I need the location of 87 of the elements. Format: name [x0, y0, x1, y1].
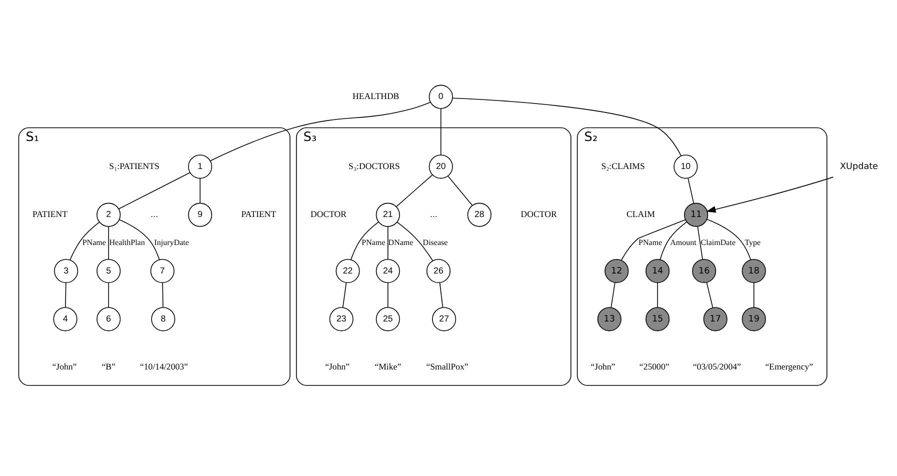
edge-label: Type — [744, 237, 761, 246]
connector — [108, 226, 110, 260]
node-circle: 14 — [646, 258, 670, 283]
node-circle: 18 — [742, 258, 766, 283]
node-circle: 25 — [376, 306, 400, 331]
node-circle: 0 — [428, 84, 453, 108]
connector — [70, 221, 100, 260]
node-label: “25000” — [639, 361, 670, 372]
node-label: “10/14/2003” — [140, 361, 188, 372]
edge-label: ClaimDate — [700, 237, 736, 246]
node-label: S₁:PATIENTS — [109, 160, 160, 170]
connector — [688, 177, 694, 204]
node-label: HEALTHDB — [352, 90, 400, 101]
connector — [210, 101, 431, 161]
node-label: “03/05/2004” — [692, 361, 741, 372]
connector — [350, 221, 380, 260]
connector — [697, 226, 703, 260]
connector — [660, 221, 688, 260]
node-circle: 26 — [426, 258, 450, 283]
connector — [439, 282, 444, 308]
node-circle: 2 — [96, 202, 121, 226]
node-circle: 8 — [151, 306, 176, 331]
connector — [440, 108, 442, 155]
connector — [119, 218, 160, 260]
node-circle: 20 — [428, 154, 453, 178]
edge-label: PName — [362, 237, 386, 246]
node-circle: 6 — [96, 306, 121, 331]
node-circle: 4 — [53, 306, 78, 331]
connector — [65, 282, 66, 308]
node-label: DOCTOR — [310, 208, 347, 219]
node-circle: 27 — [432, 306, 456, 331]
node-label: DOCTOR — [520, 208, 557, 219]
connector — [396, 174, 433, 206]
node-label: “B” — [102, 361, 116, 372]
node-circle: 9 — [188, 202, 212, 226]
node-label: PATIENT — [32, 208, 68, 219]
connector — [753, 282, 754, 308]
node-circle: 21 — [376, 202, 400, 226]
connector — [452, 97, 682, 156]
node-circle: 23 — [329, 306, 354, 331]
node-label: “John” — [52, 361, 77, 372]
connector — [706, 218, 752, 260]
node-label: S₃:DOCTORS — [348, 160, 400, 170]
node-circle: 3 — [54, 258, 78, 283]
label: ... — [150, 208, 158, 219]
edge-label: PName — [638, 237, 662, 246]
connector — [448, 175, 473, 206]
node-circle: 24 — [376, 258, 400, 283]
node-label: S₂:CLAIMS — [601, 160, 645, 170]
connector — [118, 172, 190, 209]
connector — [162, 282, 164, 308]
edge-label: PName — [82, 237, 106, 246]
node-label: “John” — [325, 361, 350, 372]
node-circle: 19 — [742, 306, 766, 331]
edge-label: InjuryDate — [154, 237, 189, 246]
node-circle: 15 — [646, 306, 670, 331]
node-circle: 22 — [336, 258, 360, 283]
connector — [610, 282, 616, 308]
connector — [621, 218, 686, 260]
node-circle: 10 — [674, 154, 698, 178]
edge-label: Amount — [670, 237, 696, 246]
node-circle: 28 — [467, 202, 492, 226]
node-label: “SmallPox” — [426, 361, 468, 372]
node-label: “Emergency” — [765, 361, 814, 372]
node-circle: 1 — [188, 154, 212, 178]
edge-label: Disease — [422, 237, 448, 246]
node-label: “Mike” — [374, 361, 402, 372]
node-circle: 7 — [150, 258, 174, 283]
node-label: “John” — [590, 361, 616, 372]
node-text: XUpdate — [840, 161, 878, 172]
edge-label: DName — [388, 237, 414, 246]
connector — [396, 221, 434, 261]
edge-label: HealthPlan — [109, 237, 145, 246]
connector — [657, 282, 658, 308]
node-circle: 17 — [703, 306, 728, 331]
connector — [706, 281, 714, 308]
connector — [108, 282, 110, 308]
node-circle: 12 — [604, 258, 629, 283]
connector — [342, 282, 347, 308]
node-circle: 13 — [597, 306, 622, 331]
label: ... — [430, 208, 438, 219]
node-circle: 16 — [692, 258, 716, 283]
node-circle: 11 — [684, 202, 708, 226]
node-label: PATIENT — [241, 208, 276, 219]
node-label: CLAIM — [626, 208, 655, 219]
arrow — [706, 176, 834, 212]
node-circle: 5 — [96, 258, 121, 283]
